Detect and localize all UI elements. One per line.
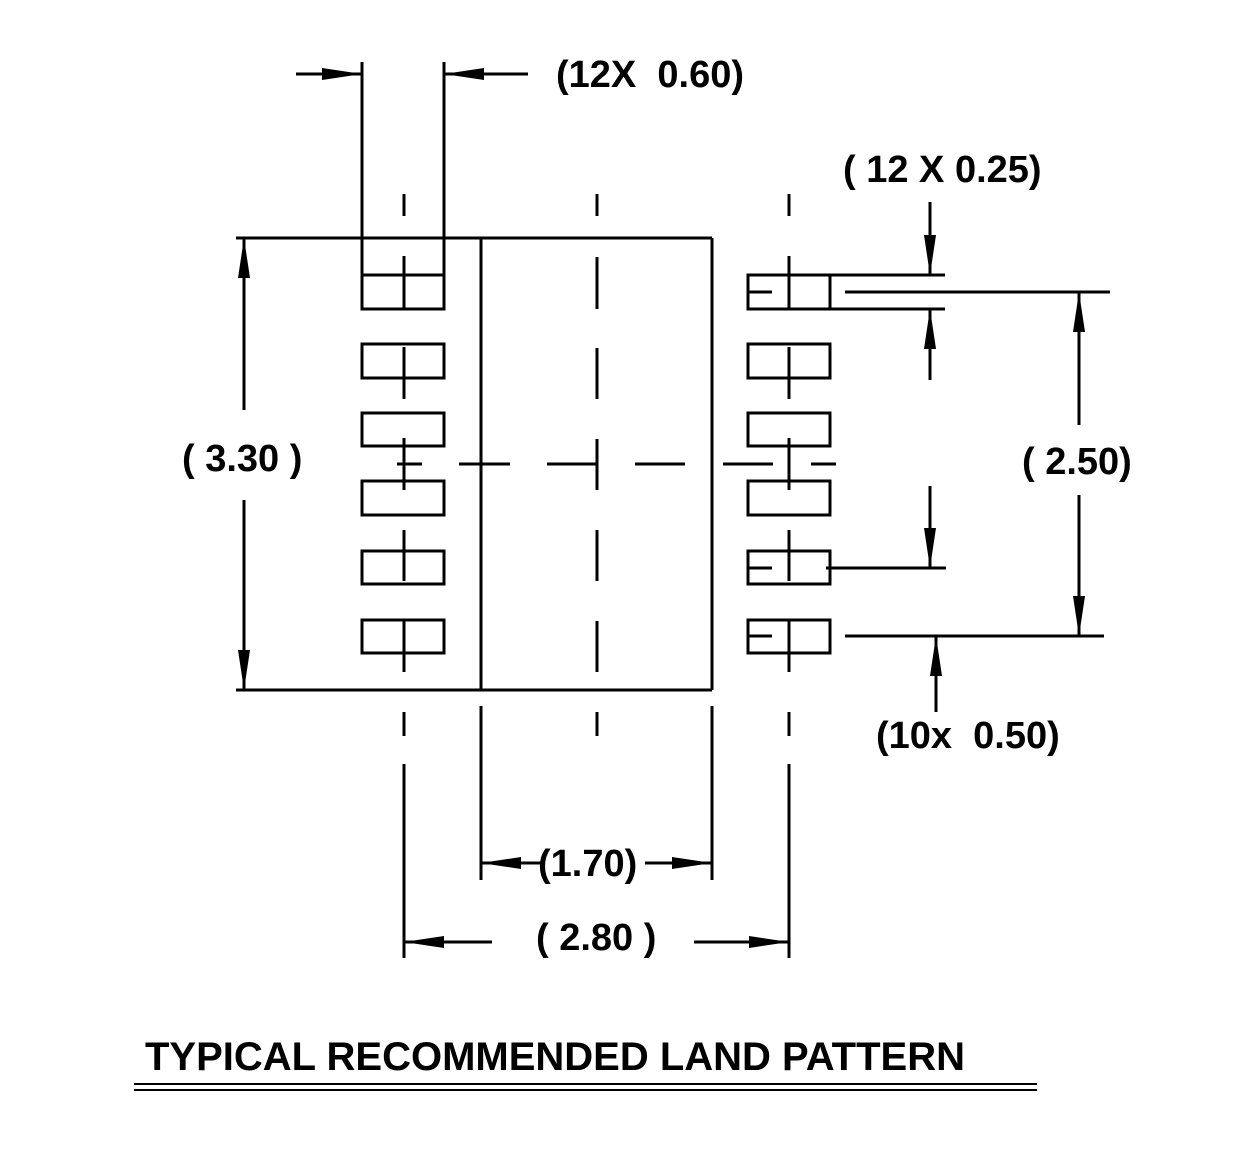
dim-pad-length-label: (12X 0.60) [556, 54, 744, 96]
centerlines [397, 194, 836, 958]
dim-pad-span-horizontal-label: ( 2.80 ) [536, 917, 656, 959]
dimension-pad-pitch: (10x 0.50) [826, 486, 1060, 757]
drawing-title-text: TYPICAL RECOMMENDED LAND PATTERN [145, 1035, 965, 1079]
dim-pad-pitch-label: (10x 0.50) [876, 715, 1060, 757]
dimension-pad-span-horizontal: ( 2.80 ) [404, 917, 789, 959]
dimension-pad-length: (12X 0.60) [296, 54, 744, 96]
dimension-center-pad-width: (1.70) [479, 706, 714, 885]
dim-body-height-label: ( 3.30 ) [182, 438, 302, 480]
drawing-title: TYPICAL RECOMMENDED LAND PATTERN [134, 1035, 1037, 1091]
dim-center-pad-width-label: (1.70) [538, 843, 637, 885]
dimension-pad-width: ( 12 X 0.25) [830, 149, 1042, 380]
dimension-pad-span-vertical: ( 2.50) [845, 290, 1132, 638]
dimension-body-height: ( 3.30 ) [182, 238, 302, 690]
dim-pad-width-label: ( 12 X 0.25) [843, 149, 1042, 191]
dim-pad-span-vertical-label: ( 2.50) [1022, 441, 1132, 483]
